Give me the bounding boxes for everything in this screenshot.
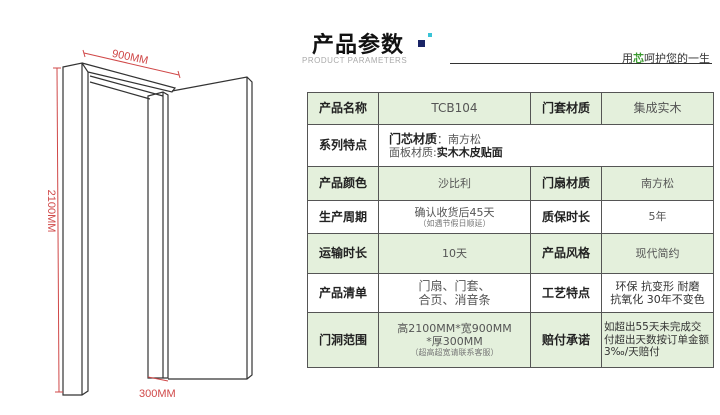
- top-header: [81, 62, 177, 100]
- title-decoration: [418, 40, 425, 47]
- label-leaf-material: 门扇材质: [530, 166, 602, 201]
- opening-range-line1: 高2100MM*宽900MM: [397, 322, 512, 336]
- height-dimension-label: 2100MM: [45, 190, 57, 233]
- label-series-features: 系列特点: [307, 124, 379, 167]
- value-leaf-material: 南方松: [601, 166, 714, 201]
- table-row: 系列特点 门芯材质：南方松 面板材质:实木木皮贴面: [307, 124, 714, 167]
- package-list-line2: 合页、消音条: [418, 293, 491, 307]
- core-material-label: 门芯材质: [389, 131, 438, 146]
- value-craft-features: 环保 抗变形 耐磨抗氧化 30年不变色: [601, 273, 714, 313]
- label-warranty: 质保时长: [530, 200, 602, 234]
- label-product-name: 产品名称: [307, 92, 379, 125]
- panel-material-value: 实木木皮贴面: [436, 146, 503, 160]
- table-row: 运输时长 10天 产品风格 现代简约: [307, 233, 714, 274]
- label-production-cycle: 生产周期: [307, 200, 379, 234]
- slogan-post: 呵护您的一生: [644, 52, 710, 65]
- value-production-cycle: 确认收货后45天（如遇节假日顺延）: [378, 200, 531, 234]
- value-warranty: 5年: [601, 200, 714, 234]
- label-color: 产品颜色: [307, 166, 379, 201]
- label-style: 产品风格: [530, 233, 602, 274]
- table-row: 产品名称 TCB104 门套材质 集成实木: [307, 92, 714, 125]
- divider: [450, 63, 712, 64]
- depth-dimension-label: 300MM: [139, 388, 176, 400]
- left-jamb: [62, 62, 89, 396]
- opening-range-line2: *厚300MM: [426, 335, 483, 349]
- parameters-table: 产品名称 TCB104 门套材质 集成实木 系列特点 门芯材质：南方松 面板材质…: [307, 92, 714, 368]
- table-row: 产品颜色 沙比利 门扇材质 南方松: [307, 166, 714, 201]
- core-material-value: ：南方松: [437, 132, 482, 146]
- title-decoration-accent: [428, 33, 432, 37]
- value-shipping-time: 10天: [378, 233, 531, 274]
- production-cycle-note: （如遇节假日顺延）: [418, 218, 491, 228]
- label-craft-features: 工艺特点: [530, 273, 602, 313]
- opening-range-note: （超高超宽请联系客服）: [410, 348, 499, 358]
- page-title: 产品参数: [312, 33, 405, 58]
- label-frame-material: 门套材质: [530, 92, 602, 125]
- label-shipping-time: 运输时长: [307, 233, 379, 274]
- value-product-name: TCB104: [378, 92, 531, 125]
- slogan-highlight: 芯: [633, 52, 644, 65]
- value-frame-material: 集成实木: [601, 92, 714, 125]
- craft-features-line2: 抗氧化 30年不变色: [610, 293, 705, 306]
- value-opening-range: 高2100MM*宽900MM*厚300MM（超高超宽请联系客服）: [378, 312, 531, 368]
- label-opening-range: 门洞范围: [307, 312, 379, 368]
- value-package-list: 门扇、门套、合页、消音条: [378, 273, 531, 313]
- door-leaf: [168, 76, 253, 380]
- page-subtitle: PRODUCT PARAMETERS: [302, 56, 408, 65]
- value-style: 现代简约: [601, 233, 714, 274]
- label-compensation: 赔付承诺: [530, 312, 602, 368]
- panel-material-label: 面板材质:: [389, 146, 437, 160]
- table-row: 生产周期 确认收货后45天（如遇节假日顺延） 质保时长 5年: [307, 200, 714, 234]
- width-dimension-label: 900MM: [111, 48, 149, 67]
- production-cycle-text: 确认收货后45天: [414, 205, 495, 219]
- slogan: 用芯呵护您的一生: [622, 50, 710, 66]
- value-series-features: 门芯材质：南方松 面板材质:实木木皮贴面: [378, 124, 714, 167]
- value-compensation: 如超出55天未完成交付超出天数按订单金额3‰/天赔付: [601, 312, 714, 368]
- door-diagram: 900MM 2100MM 300MM: [45, 48, 253, 400]
- label-package-list: 产品清单: [307, 273, 379, 313]
- table-row: 门洞范围 高2100MM*宽900MM*厚300MM（超高超宽请联系客服） 赔付…: [307, 312, 714, 368]
- craft-features-line1: 环保 抗变形 耐磨: [615, 279, 700, 293]
- right-jamb: [147, 91, 169, 379]
- value-color: 沙比利: [378, 166, 531, 201]
- slogan-pre: 用: [622, 52, 633, 65]
- package-list-line1: 门扇、门套、: [418, 278, 491, 293]
- table-row: 产品清单 门扇、门套、合页、消音条 工艺特点 环保 抗变形 耐磨抗氧化 30年不…: [307, 273, 714, 313]
